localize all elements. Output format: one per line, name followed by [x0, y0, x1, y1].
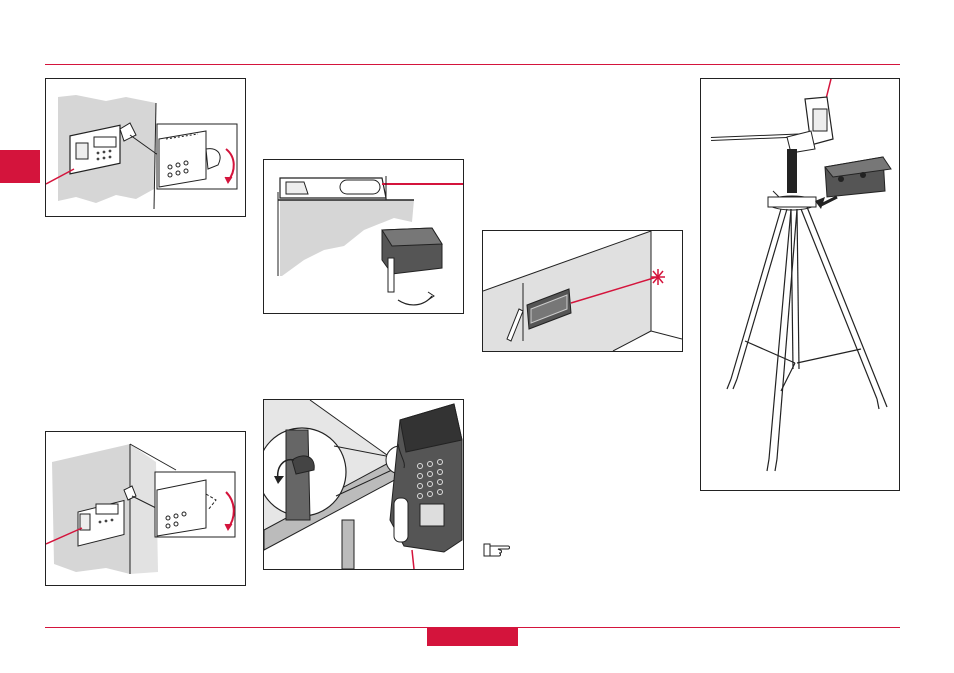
device-against-wall-illustration [46, 79, 245, 216]
device-on-tripod-illustration [701, 79, 899, 490]
device-laser-point-illustration [483, 231, 682, 351]
page-number-tab [427, 628, 518, 646]
device-edge-stop-illustration [264, 160, 463, 313]
fig-tripod [700, 78, 900, 491]
laser-point-icon [651, 269, 665, 285]
device-table-corner-illustration [264, 400, 463, 569]
fig-edge-stop [263, 159, 464, 314]
chapter-tab-marker [0, 150, 40, 183]
fig-corner-alignment [45, 431, 246, 586]
fig-wall-alignment [45, 78, 246, 217]
pointing-hand-icon [482, 540, 512, 558]
header-rule [45, 64, 900, 65]
fig-table-corner [263, 399, 464, 570]
fig-laser-marking [482, 230, 683, 352]
device-in-corner-illustration [46, 432, 245, 585]
